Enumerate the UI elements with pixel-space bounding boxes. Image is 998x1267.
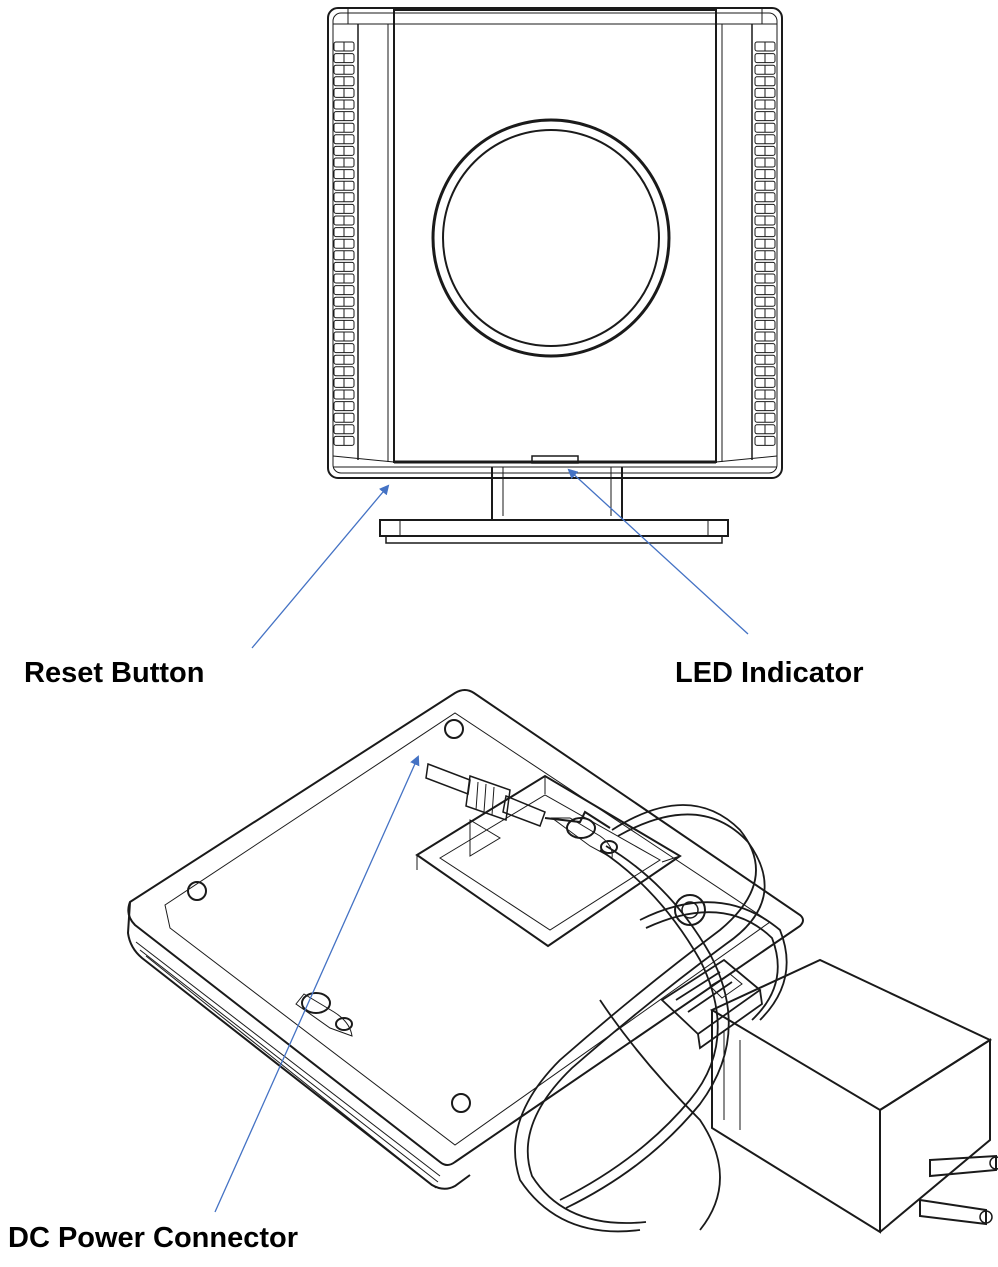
callout-dc [214, 755, 420, 1213]
vent-grille-left [333, 41, 355, 446]
screw-hole [444, 719, 464, 739]
device-front-view [327, 7, 783, 479]
power-adapter [709, 958, 998, 1234]
dc-plug [425, 762, 611, 829]
reset-button-label: Reset Button [24, 657, 205, 689]
cable-coil [514, 804, 788, 1233]
dc-power-connector-label: DC Power Connector [8, 1222, 299, 1254]
device-shell [327, 7, 783, 479]
screw-hole [674, 894, 706, 926]
led-indicator-label: LED Indicator [675, 657, 864, 689]
led-slot [531, 455, 579, 464]
vent-grille-right [754, 41, 776, 446]
front-ring-outer [431, 118, 671, 358]
callout-reset [251, 484, 390, 649]
callout-lines [214, 468, 749, 1213]
device-stand [379, 467, 729, 544]
keyhole-mount [550, 817, 618, 859]
device-bottom-view [126, 689, 998, 1234]
front-ring-inner [442, 129, 660, 347]
callout-led [567, 468, 749, 635]
usb-plug [660, 958, 763, 1050]
screw-hole [451, 1093, 471, 1113]
screw-hole [187, 881, 207, 901]
keyhole-mount [295, 992, 353, 1037]
